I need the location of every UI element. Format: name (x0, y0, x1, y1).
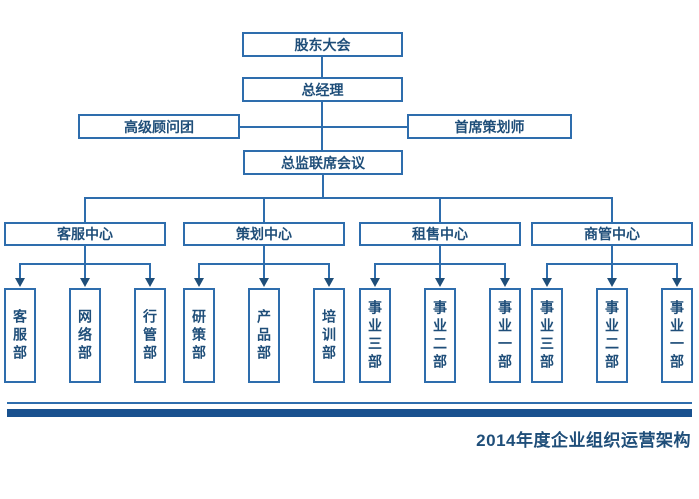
connector-line (84, 263, 86, 279)
footer-thick-rule (7, 409, 692, 417)
arrow-down-icon (672, 278, 682, 287)
connector-line (263, 263, 265, 279)
connector-line (546, 263, 548, 279)
node-dept: 产品部 (248, 288, 280, 383)
dept-label: 事业三部 (367, 299, 383, 372)
node-dept: 事业二部 (596, 288, 628, 383)
connector-line (676, 263, 678, 279)
footer-thin-rule (7, 402, 692, 404)
node-center-planning: 策划中心 (183, 222, 345, 246)
connector-line (263, 246, 265, 265)
node-dept: 网络部 (69, 288, 101, 383)
connector-line (439, 263, 441, 279)
connector-line (328, 263, 330, 279)
connector-line (149, 263, 151, 279)
dept-label: 事业一部 (497, 299, 513, 372)
connector-line (84, 197, 86, 223)
node-chief-planner: 首席策划师 (407, 114, 572, 139)
dept-label: 事业一部 (669, 299, 685, 372)
dept-label: 培训部 (321, 308, 337, 363)
node-dept: 事业三部 (359, 288, 391, 383)
connector-line (439, 246, 441, 265)
dept-label: 事业二部 (432, 299, 448, 372)
arrow-down-icon (370, 278, 380, 287)
dept-label: 网络部 (77, 308, 93, 363)
dept-label: 研策部 (191, 308, 207, 363)
node-center-leasing-sales: 租售中心 (359, 222, 521, 246)
dept-label: 客服部 (12, 308, 28, 363)
dept-label: 事业二部 (604, 299, 620, 372)
node-dept: 研策部 (183, 288, 215, 383)
node-shareholders-meeting: 股东大会 (242, 32, 403, 57)
connector-line (322, 175, 324, 198)
node-dept: 事业一部 (489, 288, 521, 383)
connector-line (19, 263, 21, 279)
arrow-down-icon (542, 278, 552, 287)
arrow-down-icon (15, 278, 25, 287)
arrow-down-icon (145, 278, 155, 287)
node-dept: 事业一部 (661, 288, 693, 383)
connector-line (611, 197, 613, 223)
dept-label: 产品部 (256, 308, 272, 363)
node-center-commercial-mgmt: 商管中心 (531, 222, 693, 246)
node-dept: 培训部 (313, 288, 345, 383)
connector-line (240, 126, 407, 128)
connector-line (439, 197, 441, 223)
connector-line (321, 57, 323, 77)
arrow-down-icon (435, 278, 445, 287)
arrow-down-icon (324, 278, 334, 287)
connector-line (374, 263, 376, 279)
connector-line (84, 246, 86, 265)
arrow-down-icon (259, 278, 269, 287)
connector-line (84, 197, 613, 199)
connector-line (611, 263, 613, 279)
page-title: 2014年度企业组织运营架构 (476, 431, 691, 450)
dept-label: 事业三部 (539, 299, 555, 372)
connector-line (504, 263, 506, 279)
node-advisory-group: 高级顾问团 (78, 114, 240, 139)
dept-label: 行管部 (142, 308, 158, 363)
arrow-down-icon (607, 278, 617, 287)
node-directors-council: 总监联席会议 (243, 150, 403, 175)
node-dept: 行管部 (134, 288, 166, 383)
connector-line (198, 263, 200, 279)
node-center-customer-service: 客服中心 (4, 222, 166, 246)
node-dept: 事业二部 (424, 288, 456, 383)
node-dept: 事业三部 (531, 288, 563, 383)
arrow-down-icon (194, 278, 204, 287)
arrow-down-icon (80, 278, 90, 287)
node-dept: 客服部 (4, 288, 36, 383)
connector-line (263, 197, 265, 223)
arrow-down-icon (500, 278, 510, 287)
connector-line (611, 246, 613, 265)
node-general-manager: 总经理 (242, 77, 403, 102)
